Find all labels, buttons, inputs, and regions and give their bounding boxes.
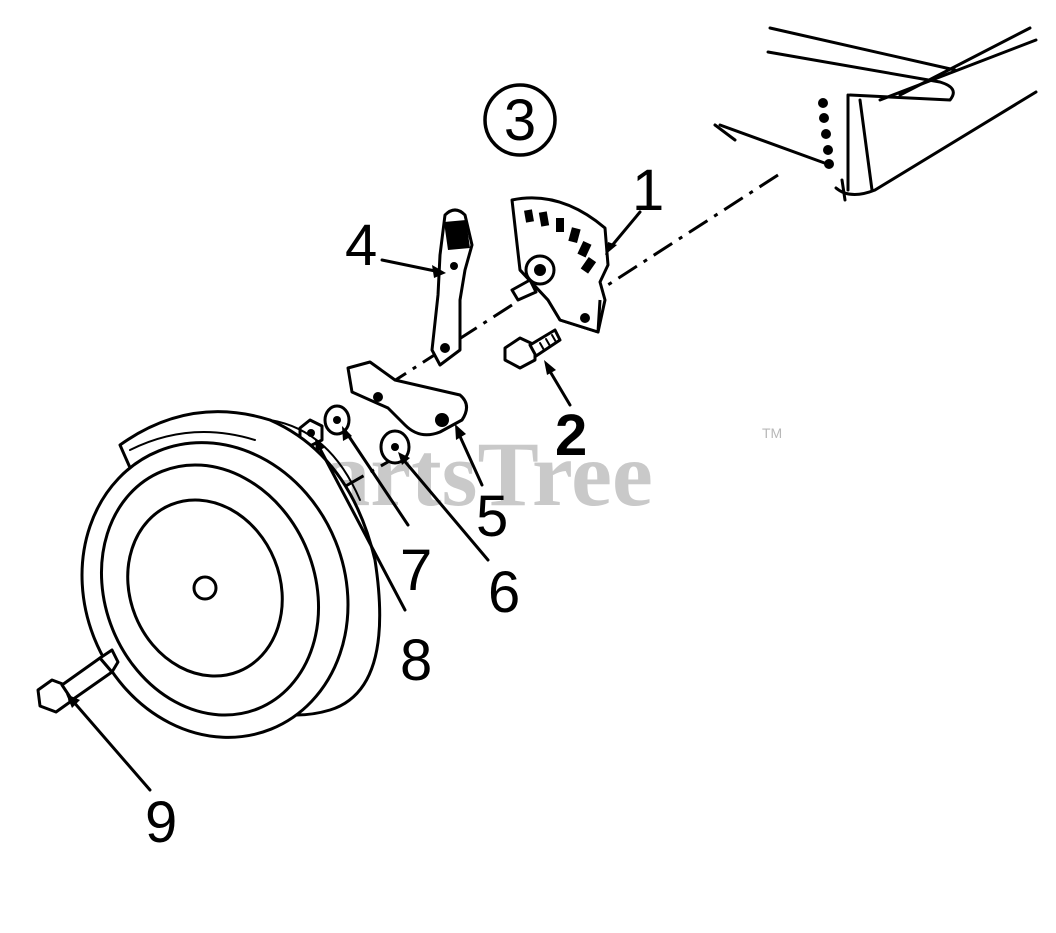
callout-2: 2 bbox=[555, 403, 587, 468]
leader-line bbox=[70, 698, 152, 792]
callout-4: 4 bbox=[345, 213, 377, 278]
view-number: 3 bbox=[504, 88, 536, 153]
leader-line bbox=[608, 210, 642, 250]
callout-8: 8 bbox=[400, 628, 432, 693]
arrow-head bbox=[398, 452, 410, 465]
leader-line bbox=[400, 456, 490, 562]
leader-line bbox=[456, 430, 484, 487]
leader-line bbox=[344, 430, 410, 527]
leader-line bbox=[316, 443, 407, 612]
hex-bolt bbox=[503, 328, 562, 370]
wheel-bracket bbox=[346, 360, 468, 437]
arrow-head bbox=[605, 242, 617, 255]
wheel bbox=[80, 410, 382, 739]
watermark-trademark: TM bbox=[762, 425, 782, 441]
mower-deck bbox=[713, 26, 1038, 202]
arrow-head bbox=[432, 265, 446, 278]
callout-5: 5 bbox=[476, 484, 508, 549]
leader-line bbox=[546, 366, 572, 407]
axis-line bbox=[379, 303, 513, 392]
arrow-head bbox=[455, 424, 466, 440]
leader-line bbox=[380, 258, 442, 274]
view-number-badge: 3 bbox=[483, 83, 557, 157]
adjustment-lever bbox=[430, 208, 474, 367]
callout-9: 9 bbox=[145, 790, 177, 855]
arrow-head bbox=[544, 360, 556, 375]
shoulder-bolt bbox=[36, 648, 120, 714]
callout-7: 7 bbox=[400, 538, 432, 603]
arrow-head bbox=[342, 426, 352, 441]
callout-1: 1 bbox=[632, 158, 664, 223]
height-adjuster-plate bbox=[510, 196, 610, 334]
axis-line bbox=[599, 173, 779, 292]
arrow-head bbox=[66, 694, 80, 708]
arrow-head bbox=[315, 438, 326, 452]
callout-6: 6 bbox=[488, 560, 520, 625]
